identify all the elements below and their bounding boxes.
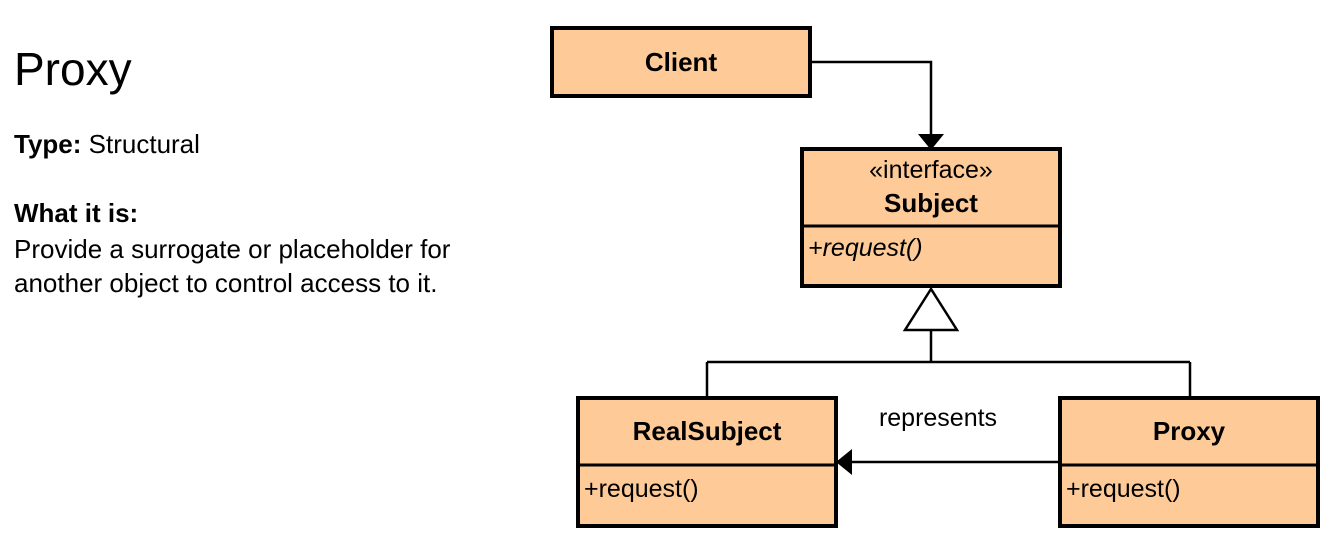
association-line <box>812 60 933 136</box>
subject-operation: +request() <box>808 234 923 262</box>
subject-class: «interface» Subject +request() <box>800 147 1062 288</box>
proxy-name: Proxy <box>1153 416 1226 446</box>
realsubject-name: RealSubject <box>633 416 782 446</box>
represents-label: represents <box>879 404 997 432</box>
realsubject-class: RealSubject +request() <box>576 396 838 528</box>
subject-stereotype: «interface» <box>869 156 993 184</box>
page-title: Proxy <box>14 43 132 95</box>
type-value: Structural <box>88 129 200 159</box>
what-it-is-description: Provide a surrogate or placeholder for a… <box>14 234 451 298</box>
association-arrowhead <box>918 134 944 150</box>
subject-name: Subject <box>884 188 978 218</box>
generalization-connector <box>705 286 1192 398</box>
what-it-is-heading: What it is: <box>14 198 139 228</box>
client-class: Client <box>550 26 812 98</box>
proxy-box <box>1058 396 1320 528</box>
realsubject-operation: +request() <box>584 475 699 503</box>
represents-arrowhead <box>836 449 852 475</box>
subject-box <box>800 147 1062 288</box>
proxy-operation: +request() <box>1066 475 1181 503</box>
client-subject-association <box>812 60 944 150</box>
proxy-class: Proxy +request() <box>1058 396 1320 528</box>
client-name: Client <box>645 47 718 77</box>
client-box <box>550 26 812 98</box>
type-label: Type: <box>14 129 82 159</box>
inheritance-triangle <box>902 286 960 332</box>
pattern-type: Type: Structural <box>14 128 200 160</box>
realsubject-box <box>576 396 838 528</box>
represents-association: represents <box>836 404 1060 475</box>
